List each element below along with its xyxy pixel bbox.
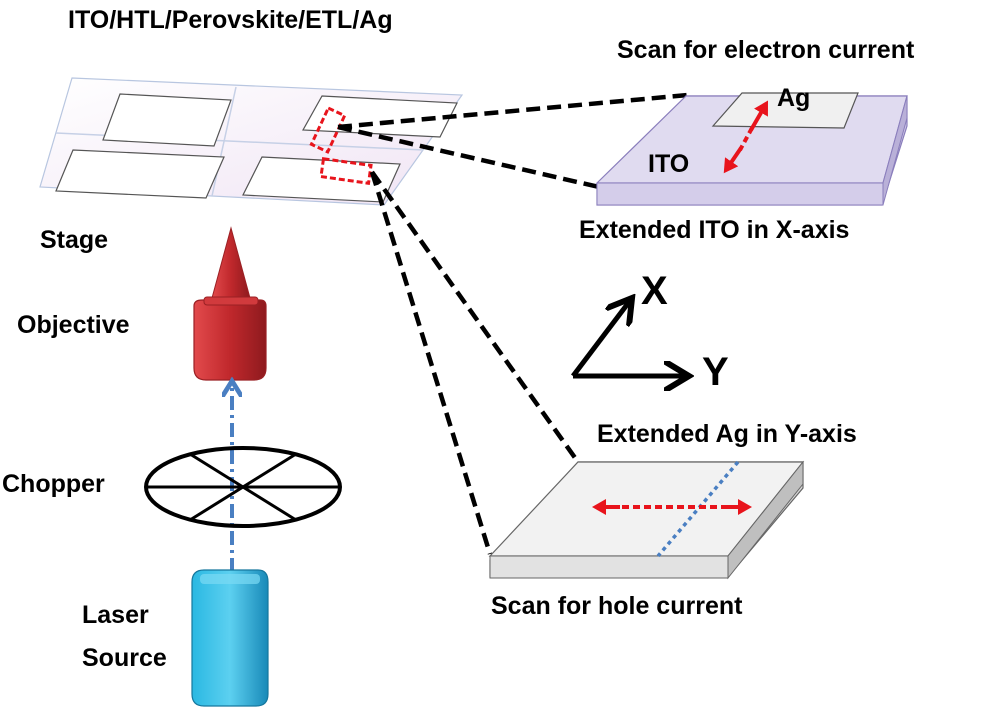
device-pixel-3 xyxy=(55,149,225,199)
ito-sample xyxy=(595,92,908,206)
stage-label: Stage xyxy=(40,226,108,254)
stage-sample xyxy=(39,77,464,206)
electron-scan-arrow-down xyxy=(723,146,743,174)
ito-label: ITO xyxy=(648,150,689,178)
ag-electrode xyxy=(711,92,859,129)
electron-scan-arrow-shaft xyxy=(738,127,754,151)
chopper-wheel xyxy=(144,446,342,528)
device-stack-label: ITO/HTL/Perovskite/ETL/Ag xyxy=(68,6,393,34)
device-pixel-1 xyxy=(102,93,232,147)
electron-scan-arrow-up xyxy=(749,100,768,131)
zoom-lines xyxy=(337,92,689,555)
xy-axes xyxy=(571,302,684,378)
laser-label-line2: Source xyxy=(82,644,167,672)
x-axis-arrow xyxy=(571,302,629,378)
ag-label: Ag xyxy=(777,84,810,112)
objective-lens xyxy=(193,226,267,381)
ag-sample xyxy=(488,460,805,580)
extended-ito-label: Extended ITO in X-axis xyxy=(579,216,849,244)
laser-source xyxy=(191,569,269,707)
scan-electron-label: Scan for electron current xyxy=(617,36,915,64)
chopper-label: Chopper xyxy=(2,470,105,498)
scan-hole-label: Scan for hole current xyxy=(491,592,743,620)
laser-label-line1: Laser xyxy=(82,601,149,629)
axis-x-label: X xyxy=(641,269,668,313)
extended-ag-label: Extended Ag in Y-axis xyxy=(597,420,857,448)
objective-label: Objective xyxy=(17,311,130,339)
axis-y-label: Y xyxy=(702,350,729,394)
